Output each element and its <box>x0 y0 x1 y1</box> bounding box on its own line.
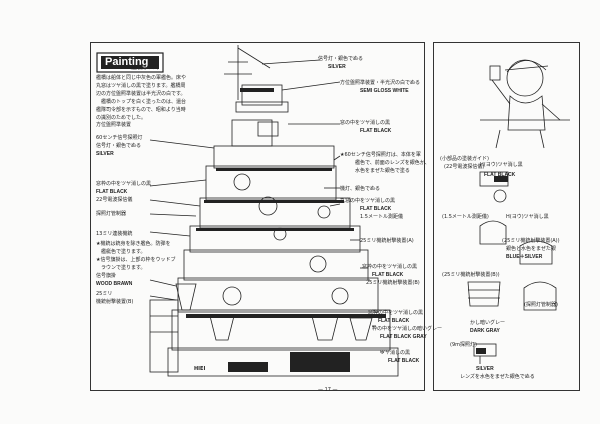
intro-line: 丸窓はツヤ消しの黒で塗ります。艦橋周 <box>96 83 186 89</box>
small-parts-panel-frame <box>433 42 580 391</box>
main-panel-frame <box>90 42 425 391</box>
callout-left-7: 探照灯管制器 <box>96 211 127 217</box>
painting-badge-shape <box>96 52 164 73</box>
page-title: Painting <box>105 56 149 68</box>
callout-right-22: FLAT BLACK <box>388 358 420 364</box>
callout-left-4: 窓枠の中をツヤ消しの黒 <box>96 181 152 187</box>
painting-badge: Painting <box>96 50 168 74</box>
page-number: — 17 — <box>318 387 338 393</box>
callout-left-1: 60センチ信号探照灯 <box>96 135 143 141</box>
small-part-note: かし暗いグレー <box>470 320 506 326</box>
callout-left-15: 25ミリ <box>96 291 113 297</box>
callout-right-0: 信号灯・銀色でぬる <box>318 56 364 62</box>
page-subtitle: (塗装ガイド) <box>130 65 159 71</box>
callout-left-11: ★信号旗掛は、上部の枠をウッドブ <box>96 257 176 263</box>
callout-right-5: FLAT BLACK <box>360 128 392 134</box>
callout-right-14: 窓枠の中をツヤ消しの黒 <box>362 264 418 270</box>
small-part-label: (1.5メートル測距儀) <box>442 214 489 220</box>
callout-right-6: ★60センチ信号探照灯は、本体を軍 <box>340 152 421 158</box>
small-part-color: BLUE＋SILVER <box>506 254 543 260</box>
small-part-note: H(ヨウ)ツヤ消し黒 <box>480 162 523 168</box>
callout-left-10: 艦艇色で塗ります。 <box>96 249 146 255</box>
callout-left-8: 13ミリ連装機銃 <box>96 231 133 237</box>
small-part-label: (9m探照灯) <box>450 342 477 348</box>
figure-label: HIEI <box>194 366 206 372</box>
callout-right-19: 枠の中をツヤ消しの暗いグレー <box>372 326 443 332</box>
callout-left-2: 信号灯・銀色でぬる <box>96 143 142 149</box>
callout-left-5: FLAT BLACK <box>96 189 128 195</box>
small-part-color: FLAT BLACK <box>484 172 516 178</box>
small-part-label: (探照灯管制器) <box>524 302 558 308</box>
callout-left-9: ★機銃は銃身を除き艦色。防弾を <box>96 241 171 247</box>
callout-right-3: SEMI GLOSS WHITE <box>360 88 409 94</box>
callout-right-18: FLAT BLACK <box>378 318 410 324</box>
callout-right-11: FLAT BLACK <box>360 206 392 212</box>
callout-right-13: 25ミリ機銃射撃装置(A) <box>360 238 414 244</box>
callout-right-8: 水色をまぜた銀色で塗る <box>350 168 410 174</box>
callout-left-14: WOOD BRAWN <box>96 281 133 287</box>
callout-right-2: 方位盤照準装置・半光沢の白でぬる <box>340 80 421 86</box>
intro-line: の識別のためでした。 <box>96 115 147 121</box>
callout-left-3: SILVER <box>96 151 114 157</box>
intro-line: 艦隊司令部を示すもので、昭和より当時 <box>96 107 186 113</box>
small-part-note: H(ヨウ)ツヤ消し黒 <box>506 214 549 220</box>
callout-right-4: 窓の中をツヤ消しの黒 <box>340 120 391 126</box>
callout-right-12: 1.5メートル測距儀 <box>360 214 403 220</box>
small-parts-title: (小部品の塗装ガイド) <box>440 156 489 162</box>
callout-left-13: 信号旗掛 <box>96 273 117 279</box>
callout-right-17: 窓枠の中をツヤ消しの黒 <box>368 310 424 316</box>
callout-left-16: 機銃射撃装置(B) <box>96 299 134 305</box>
callout-left-6: 22号電波探信儀 <box>96 197 133 203</box>
small-part-note: レンズを水色をまぜた銀色でぬる <box>460 374 535 380</box>
small-part-label: (22号電波探信儀) <box>444 164 485 170</box>
callout-right-21: ツヤ消しの黒 <box>380 350 411 356</box>
small-part-note: 銀色と水色をまぜた銀 <box>506 246 556 252</box>
callout-left-12: ラウンで塗ります。 <box>96 265 146 271</box>
small-part-label: (25ミリ機銃射撃装置(B)) <box>442 272 500 278</box>
small-part-color: DARK GRAY <box>470 328 500 334</box>
callout-right-9: 機灯、銀色でぬる <box>340 186 381 192</box>
callout-right-15: FLAT BLACK <box>372 272 404 278</box>
callout-right-16: 25ミリ機銃射撃装置(B) <box>366 280 420 286</box>
callout-right-7: 艦色で、前面のレンズを銀色か、 <box>350 160 430 166</box>
intro-line: 艦橋のトップを白く塗ったのは、還台 <box>96 99 187 105</box>
callout-left-0: 方位盤照準装置 <box>96 122 132 128</box>
small-part-label: (25ミリ機銃射撃装置(A)) <box>502 238 560 244</box>
small-part-color: SILVER <box>476 366 494 372</box>
callout-right-1: SILVER <box>328 64 346 70</box>
callout-right-20: FLAT BLACK GRAY <box>380 334 427 340</box>
intro-line: 艦橋は船体と同じ中灰色の軍艦色。床や <box>96 75 187 81</box>
callout-right-10: 丸窓の中をツヤ消しの黒 <box>340 198 396 204</box>
intro-line: 辺の方位盤照準装置は半光沢の白です。 <box>96 91 186 97</box>
